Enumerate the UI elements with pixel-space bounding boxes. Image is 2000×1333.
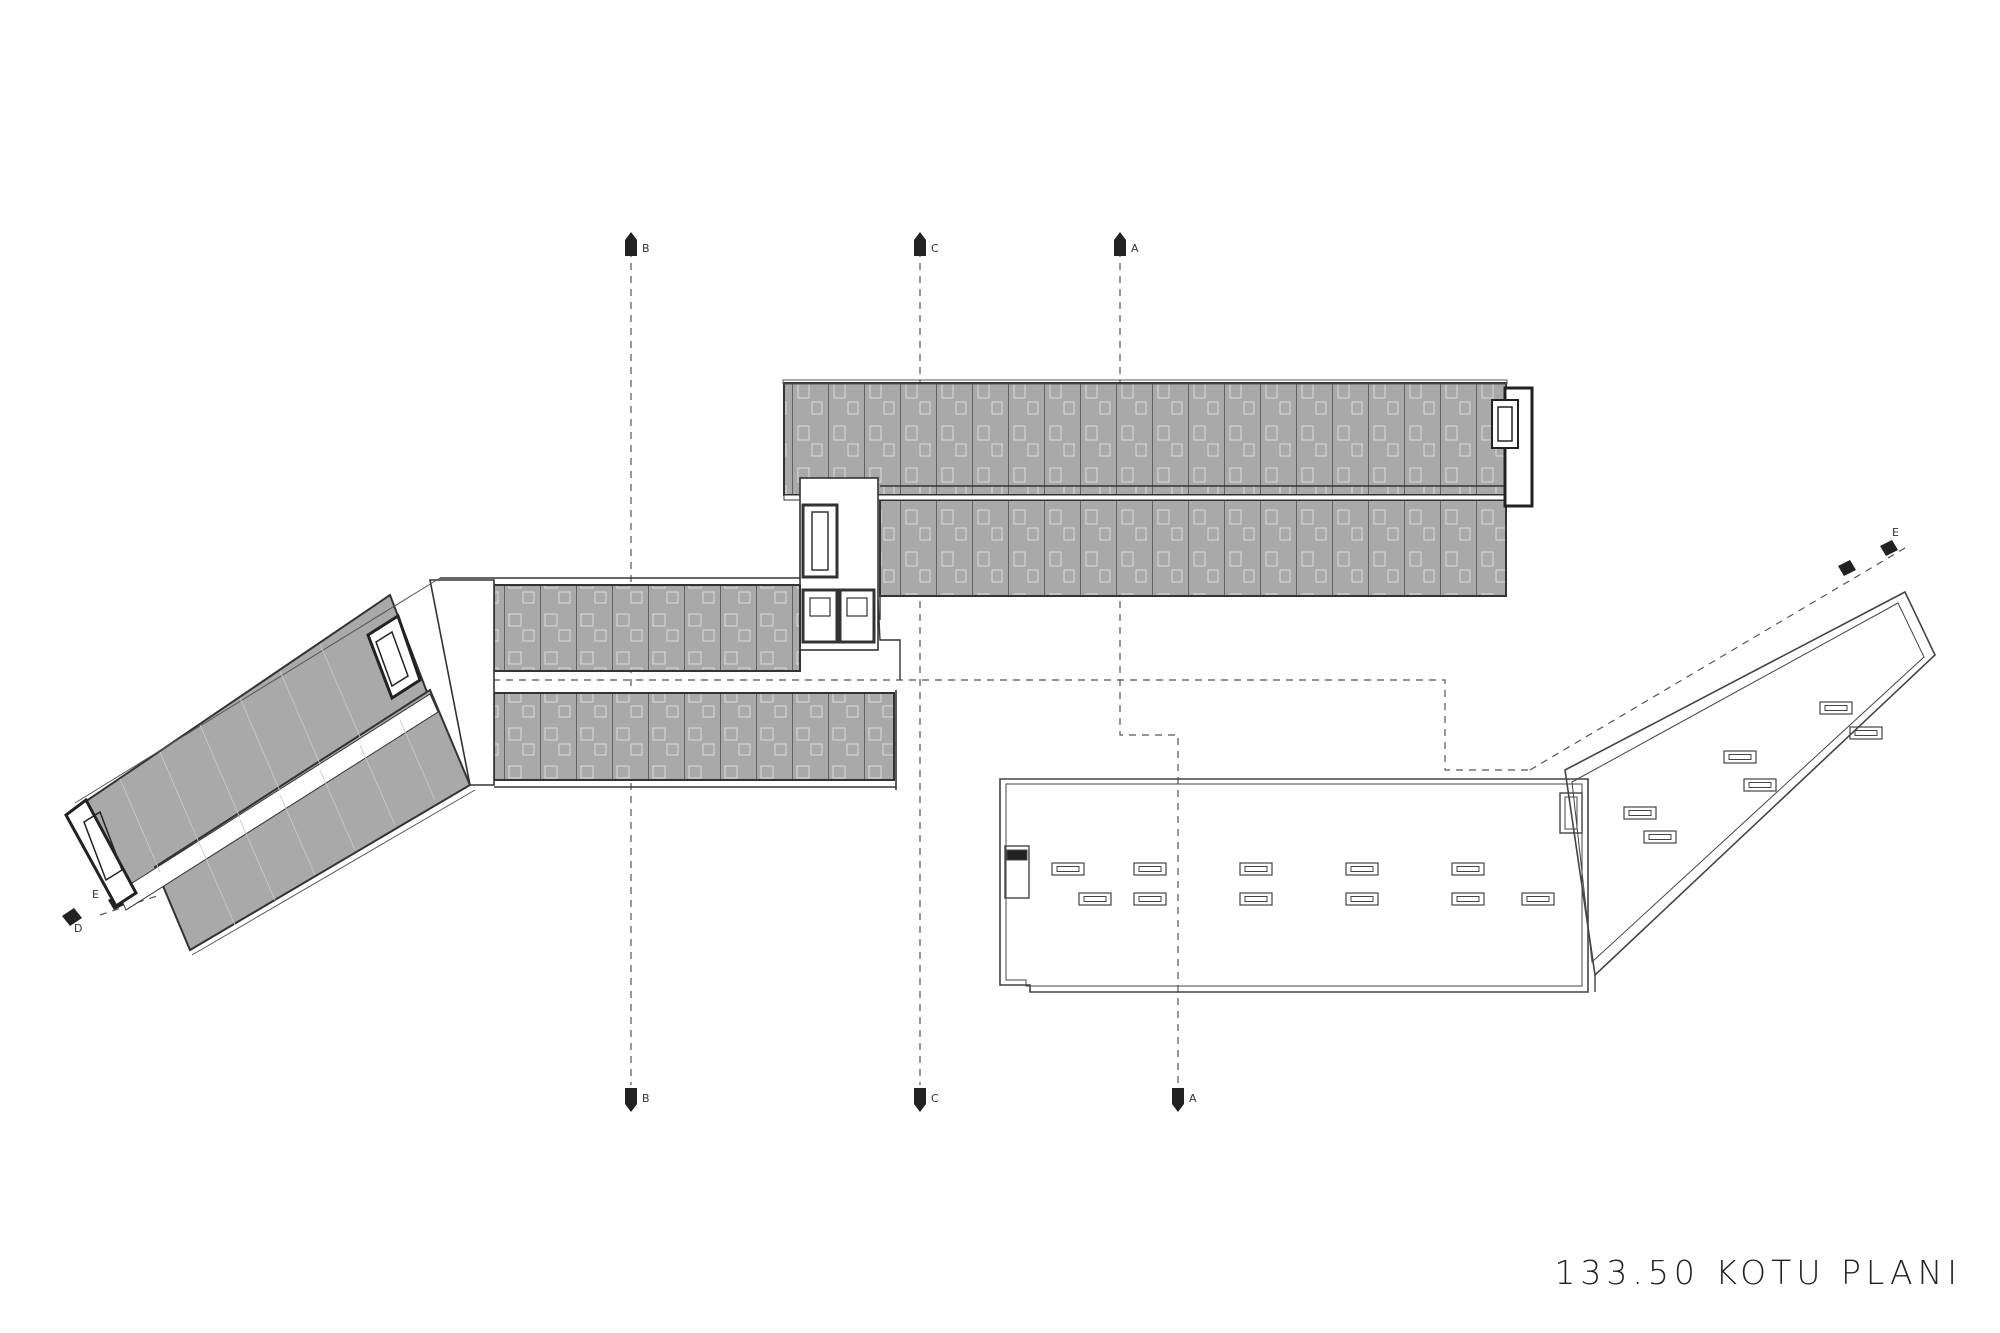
roof-skylights <box>1051 701 1883 906</box>
west-angled-wing <box>64 577 495 956</box>
section-marker-a-bottom: A <box>1172 1088 1197 1112</box>
section-marker-c-top: C <box>914 232 939 256</box>
core-block <box>799 477 901 680</box>
upper-east-wing <box>782 379 1534 620</box>
svg-text:A: A <box>1131 242 1139 255</box>
section-marker-b-top: B <box>625 232 650 256</box>
svg-text:C: C <box>931 1092 939 1105</box>
section-marker-e-left: E <box>62 888 99 926</box>
roof-area <box>999 590 1936 993</box>
section-marker-c-bottom: C <box>914 1088 939 1112</box>
svg-text:D: D <box>74 922 82 935</box>
svg-text:B: B <box>642 242 650 255</box>
svg-text:B: B <box>642 1092 650 1105</box>
section-marker-b-bottom: B <box>625 1088 650 1112</box>
middle-wing <box>440 577 897 790</box>
section-marker-e-right: E <box>1838 526 1899 576</box>
section-marker-a-top: A <box>1114 232 1139 256</box>
plan-title: 133.50 KOTU PLANI <box>1554 1253 1962 1292</box>
svg-text:E: E <box>92 888 99 901</box>
svg-text:E: E <box>1892 526 1899 539</box>
svg-text:C: C <box>931 242 939 255</box>
svg-text:A: A <box>1189 1092 1197 1105</box>
